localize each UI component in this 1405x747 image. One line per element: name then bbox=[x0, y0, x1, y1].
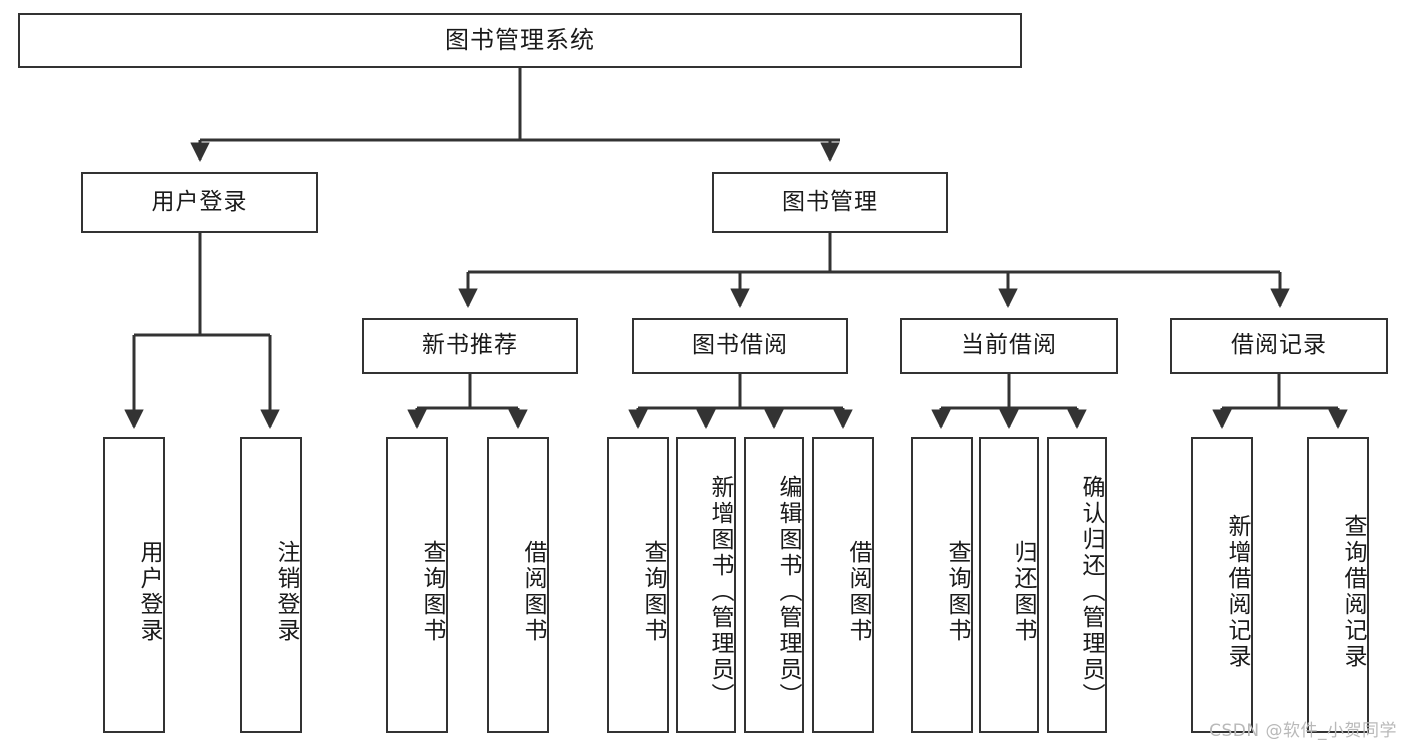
node-label: 新增借阅记录 bbox=[1224, 514, 1250, 670]
leaf-node-logout[interactable]: 注销登录 bbox=[240, 437, 302, 733]
node-current-borrow[interactable]: 当前借阅 bbox=[900, 318, 1118, 374]
node-label: 编辑图书（管理员） bbox=[775, 475, 801, 709]
leaf-node-borrow-book-1[interactable]: 借阅图书 bbox=[487, 437, 549, 733]
leaf-node-confirm-return[interactable]: 确认归还（管理员） bbox=[1047, 437, 1107, 733]
node-new-book-rec[interactable]: 新书推荐 bbox=[362, 318, 578, 374]
leaf-node-query-record[interactable]: 查询借阅记录 bbox=[1307, 437, 1369, 733]
node-label: 查询图书 bbox=[640, 540, 666, 644]
node-label: 用户登录 bbox=[136, 540, 162, 644]
leaf-node-return-book[interactable]: 归还图书 bbox=[979, 437, 1039, 733]
node-label: 新书推荐 bbox=[422, 332, 518, 359]
node-root-system[interactable]: 图书管理系统 bbox=[18, 13, 1022, 68]
node-user-login[interactable]: 用户登录 bbox=[81, 172, 318, 233]
node-label: 当前借阅 bbox=[961, 332, 1057, 359]
node-label: 图书管理 bbox=[782, 188, 878, 215]
node-label: 新增图书（管理员） bbox=[707, 475, 733, 709]
node-label: 图书管理系统 bbox=[445, 26, 595, 55]
node-book-manage[interactable]: 图书管理 bbox=[712, 172, 948, 233]
node-label: 用户登录 bbox=[151, 188, 248, 215]
leaf-node-borrow-book-2[interactable]: 借阅图书 bbox=[812, 437, 874, 733]
leaf-node-query-book-1[interactable]: 查询图书 bbox=[386, 437, 448, 733]
node-borrow-record[interactable]: 借阅记录 bbox=[1170, 318, 1388, 374]
node-label: 查询图书 bbox=[944, 540, 970, 644]
leaf-node-add-book[interactable]: 新增图书（管理员） bbox=[676, 437, 736, 733]
leaf-node-edit-book[interactable]: 编辑图书（管理员） bbox=[744, 437, 804, 733]
node-label: 注销登录 bbox=[273, 540, 299, 644]
node-label: 查询图书 bbox=[419, 540, 445, 644]
node-label: 借阅图书 bbox=[845, 540, 871, 644]
node-label: 借阅图书 bbox=[520, 540, 546, 644]
leaf-node-user-login[interactable]: 用户登录 bbox=[103, 437, 165, 733]
node-label: 借阅记录 bbox=[1231, 332, 1327, 359]
node-label: 查询借阅记录 bbox=[1340, 514, 1366, 670]
node-label: 归还图书 bbox=[1010, 540, 1036, 644]
node-label: 图书借阅 bbox=[692, 332, 788, 359]
leaf-node-add-record[interactable]: 新增借阅记录 bbox=[1191, 437, 1253, 733]
node-book-borrow[interactable]: 图书借阅 bbox=[632, 318, 848, 374]
leaf-node-query-book-3[interactable]: 查询图书 bbox=[911, 437, 973, 733]
leaf-node-query-book-2[interactable]: 查询图书 bbox=[607, 437, 669, 733]
node-label: 确认归还（管理员） bbox=[1078, 475, 1104, 709]
watermark-label: CSDN @软件_小贺同学 bbox=[1209, 721, 1397, 741]
